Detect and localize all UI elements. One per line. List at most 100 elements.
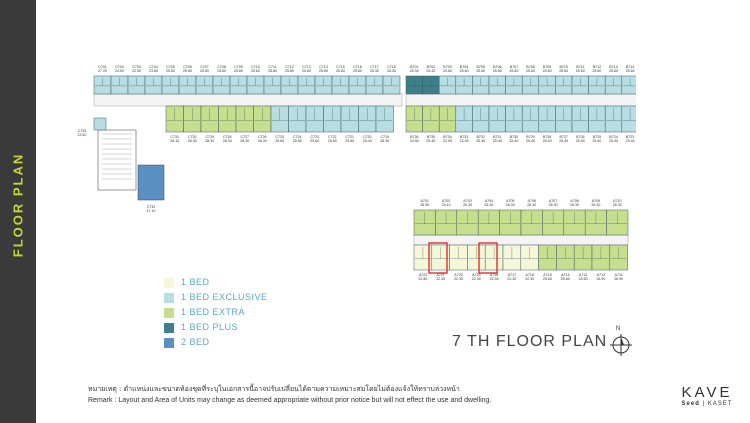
unit-area-label: 25.40 — [526, 139, 535, 143]
unit-number-label: C725 — [275, 135, 284, 139]
unit-number-label: B730 — [510, 135, 518, 139]
highlight-box — [428, 242, 448, 274]
unit-number-label: B725 — [593, 135, 601, 139]
unit-number-label: B706 — [493, 65, 501, 69]
unit-area-label: 24.00 — [115, 69, 124, 73]
unit-area-label: 26.30 — [387, 69, 396, 73]
unit-number-label: B729 — [526, 135, 534, 139]
unit-number-label: B703 — [443, 65, 451, 69]
unit-number-label: C722 — [328, 135, 337, 139]
corridor — [93, 93, 403, 107]
unit-number-label: B733 — [460, 135, 468, 139]
unit-number-label: C714 — [319, 65, 328, 69]
unit-area-label: 47.10 — [147, 209, 156, 213]
unit-number-label: C708 — [217, 65, 226, 69]
unit-number-label: A715 — [543, 273, 551, 277]
unit-number-label: B711 — [576, 65, 584, 69]
unit-area-label: 25.40 — [592, 139, 601, 143]
unit-area-label: 25.60 — [460, 69, 469, 73]
unit-area-label: 26.30 — [549, 203, 558, 207]
unit-area-label: 22.30 — [490, 277, 499, 281]
unit-area-label: 25.60 — [302, 69, 311, 73]
unit-number-label: C709 — [234, 65, 243, 69]
unit-area-label: 27.20 — [98, 69, 107, 73]
legend-label: 1 BED PLUS — [181, 322, 239, 332]
unit-area-label: 26.30 — [570, 203, 579, 207]
unit-number-label: B727 — [559, 135, 567, 139]
unit-number-label: C732 — [147, 205, 156, 209]
unit-number-label: B709 — [543, 65, 551, 69]
unit-area-label: 25.60 — [310, 139, 319, 143]
unit-area-label: 26.90 — [420, 203, 429, 207]
unit-number-label: C710 — [251, 65, 260, 69]
sidebar-band: FLOOR PLAN — [0, 0, 36, 423]
unit-area-label: 26.90 — [614, 277, 623, 281]
stair-core — [97, 129, 137, 191]
unit-number-label: B705 — [476, 65, 484, 69]
remark-thai: หมายเหตุ : ตำแหน่งและขนาดห้องชุดที่ระบุใ… — [88, 385, 460, 393]
unit-area-label: 25.60 — [609, 69, 618, 73]
unit-area-label: 26.30 — [463, 203, 472, 207]
unit-number-label: C724 — [293, 135, 302, 139]
unit-area-label: 22.90 — [460, 139, 469, 143]
unit-number-label: C721 — [345, 135, 354, 139]
unit-area-label: 34.90 — [410, 139, 419, 143]
unit-number-label: A711 — [615, 273, 623, 277]
unit-number-label: C716 — [353, 65, 362, 69]
legend-swatch — [164, 293, 174, 303]
unit-area-label: 25.60 — [561, 277, 570, 281]
unit-number-label: B724 — [609, 135, 617, 139]
unit-number-label: B726 — [576, 135, 584, 139]
unit-area-label: 25.60 — [268, 69, 277, 73]
unit-area-label: 25.60 — [353, 69, 362, 73]
unit-area-label: 25.60 — [626, 69, 635, 73]
unit-number-label: A717 — [508, 273, 516, 277]
unit-number-label: C730 — [188, 135, 197, 139]
plan-title: 7 TH FLOOR PLAN — [452, 333, 608, 350]
unit-number-label: B731 — [493, 135, 501, 139]
unit-area-label: 25.60 — [328, 139, 337, 143]
compass-icon: N — [610, 326, 632, 361]
unit-area-label: 25.30 — [410, 69, 419, 73]
unit-number-label: A718 — [490, 273, 498, 277]
unit-area-label: 25.60 — [166, 69, 175, 73]
unit-number-label: C733 — [78, 129, 87, 133]
unit-area-label: 25.40 — [493, 139, 502, 143]
brand-sub-1: Seed — [681, 401, 700, 407]
unit-area-label: 26.30 — [527, 203, 536, 207]
unit-area-label: 22.90 — [443, 139, 452, 143]
unit-number-label: C729 — [205, 135, 214, 139]
legend-label: 1 BED EXCLUSIVE — [181, 292, 268, 302]
unit-area-label: 22.80 — [418, 277, 427, 281]
unit-area-label: 25.40 — [426, 139, 435, 143]
unit-area-label: 25.40 — [609, 139, 618, 143]
unit-number-label: B714 — [626, 65, 634, 69]
unit-area-label: 25.60 — [217, 69, 226, 73]
unit-area-label: 25.40 — [543, 139, 552, 143]
unit-area-label: 26.30 — [506, 203, 515, 207]
unit-number-label: C713 — [302, 65, 311, 69]
unit-number-label: B704 — [460, 65, 468, 69]
unit-number-label: A716 — [525, 273, 533, 277]
unit-area-label: 25.60 — [592, 69, 601, 73]
brand-sub: Seed | KASET — [681, 401, 733, 407]
unit-area-label: 23.40 — [78, 133, 87, 137]
unit-area-label: 25.60 — [543, 69, 552, 73]
unit-number-label: A708 — [570, 199, 578, 203]
floor-plan-drawing: C70127.20C70224.00C70322.90C70423.60C705… — [78, 65, 636, 281]
unit-number-label: A710 — [613, 199, 621, 203]
unit-area-label: 26.30 — [591, 203, 600, 207]
unit-number-label: A712 — [597, 273, 605, 277]
unit-number-label: A719 — [472, 273, 480, 277]
legend-swatch — [164, 278, 174, 288]
unit-area-label: 25.60 — [476, 69, 485, 73]
unit-area-label: 25.60 — [251, 69, 260, 73]
unit-area-label: 28.30 — [258, 139, 267, 143]
unit-number-label: B708 — [526, 65, 534, 69]
unit-area-label: 25.60 — [336, 69, 345, 73]
unit-area-label: 25.40 — [509, 139, 518, 143]
unit-area-label: 26.90 — [596, 277, 605, 281]
unit-area-label: 25.40 — [626, 139, 635, 143]
unit-number-label: C719 — [380, 135, 389, 139]
unit-area-label: 25.60 — [559, 69, 568, 73]
